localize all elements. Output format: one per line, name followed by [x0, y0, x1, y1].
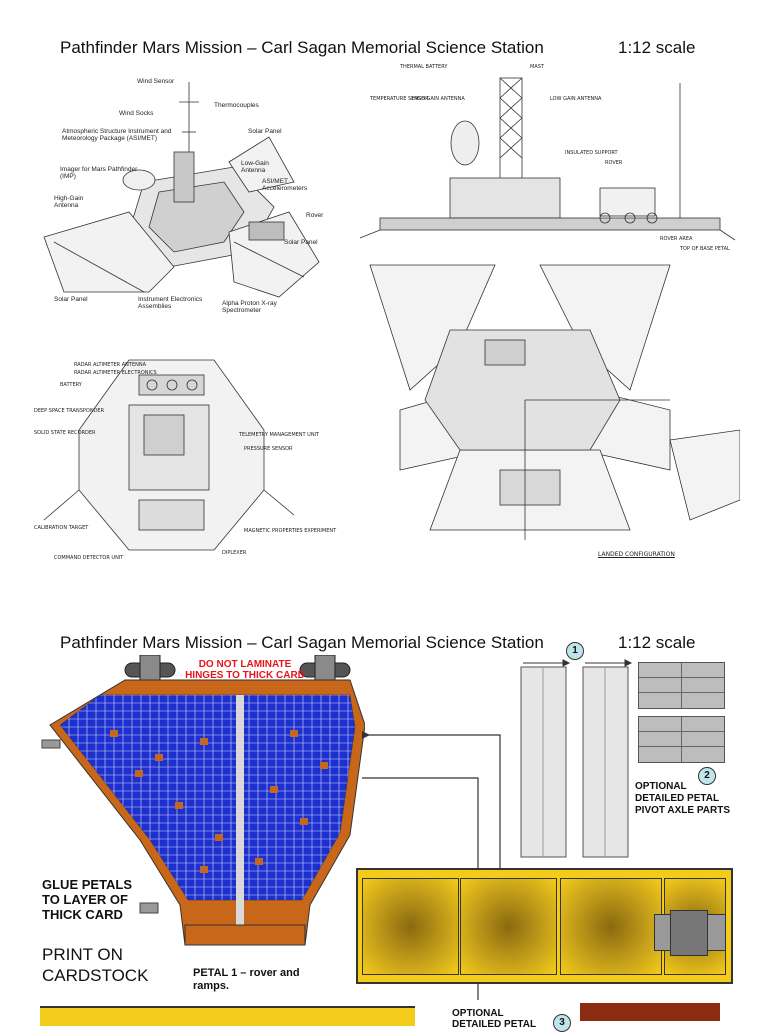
base-label-10: COMMAND DETECTOR UNIT — [54, 555, 124, 561]
base-petal-drawing — [43, 359, 295, 551]
side-label-7: ROVER AREA — [660, 236, 693, 242]
base-label-6: PRESSURE SENSOR — [244, 446, 293, 452]
label-high-gain-antenna: High-Gain Antenna — [54, 195, 84, 209]
base-label-8: MAGNETIC PROPERTIES EXPERIMENT — [244, 528, 337, 534]
landed-configuration-diagram: LANDED CONFIGURATION — [340, 260, 741, 560]
base-petal-diagram: RADAR ALTIMETER ANTENNA RADAR ALTIMETER … — [34, 350, 337, 565]
sheet1-title: Pathfinder Mars Mission – Carl Sagan Mem… — [60, 38, 544, 57]
part-2-label: OPTIONAL DETAILED PETAL PIVOT AXLE PARTS — [635, 781, 731, 816]
label-wind-sensor: Wind Sensor — [137, 78, 175, 85]
part-2-badge: 2 — [698, 767, 716, 785]
ramp-hinge-block — [670, 910, 708, 956]
base-label-7: CALIBRATION TARGET — [34, 525, 89, 531]
label-wind-socks: Wind Socks — [119, 110, 154, 117]
solar-petal-part: DO NOT LAMINATE HINGES TO THICK CARD — [40, 654, 366, 960]
axle-block-top — [638, 662, 725, 709]
label-asimet-accelerometers: ASI/MET Accelerometers — [262, 178, 308, 192]
base-label-9: DIPLEXER — [222, 550, 247, 556]
base-label-3: DEEP SPACE TRANSPONDER — [34, 408, 105, 414]
ramp-cell-1 — [362, 878, 459, 975]
print-note: PRINT ON CARDSTOCK — [42, 945, 149, 985]
side-label-2: MAST — [530, 64, 544, 70]
landed-configuration-drawing — [369, 264, 741, 540]
sheet1-scale: 1:12 scale — [618, 38, 696, 57]
label-solar-panel-top: Solar Panel — [248, 128, 282, 135]
side-label-8: TOP OF BASE PETAL — [680, 246, 730, 252]
ramp-cell-2 — [460, 878, 557, 975]
petal-caption: PETAL 1 – rover and ramps. — [193, 967, 300, 992]
glue-note: GLUE PETALS TO LAYER OF THICK CARD — [42, 877, 133, 922]
ramp-panel — [356, 868, 733, 984]
side-label-0: THERMAL BATTERY — [400, 64, 448, 70]
label-instrument-electronics: Instrument Electronics Assemblies — [138, 296, 203, 310]
side-label-4: LOW GAIN ANTENNA — [550, 96, 602, 102]
base-label-1: RADAR ALTIMETER ELECTRONICS — [74, 370, 157, 376]
landed-caption: LANDED CONFIGURATION — [598, 551, 675, 558]
label-low-gain-antenna: Low-Gain Antenna — [241, 160, 269, 174]
base-label-2: BATTERY — [60, 382, 82, 388]
label-rover: Rover — [306, 212, 324, 219]
next-petal-strip — [40, 1006, 415, 1026]
base-label-0: RADAR ALTIMETER ANTENNA — [74, 362, 147, 368]
label-solar-panel-left: Solar Panel — [54, 296, 88, 303]
side-label-6: ROVER — [605, 160, 623, 166]
side-view-drawing — [359, 77, 736, 241]
part-3-label: OPTIONAL DETAILED PETAL — [452, 1008, 537, 1030]
solar-petal-drawing — [41, 654, 366, 946]
part-1-badge: 1 — [566, 642, 584, 660]
label-asimet: Atmospheric Structure Instrument and Met… — [62, 128, 172, 142]
ramp-cell-3 — [560, 878, 662, 975]
label-apxs: Alpha Proton X-ray Spectrometer — [222, 300, 277, 314]
base-label-5: TELEMETRY MANAGEMENT UNIT — [239, 432, 320, 438]
exploded-lander-diagram: Wind Sensor Wind Socks Thermocouples Atm… — [34, 62, 334, 322]
side-label-1: TEMPERATURE SENSOR — [370, 96, 429, 102]
axle-block-bottom — [638, 716, 725, 763]
sheet2-scale: 1:12 scale — [618, 633, 696, 652]
hinge-warning: DO NOT LAMINATE HINGES TO THICK CARD — [185, 659, 305, 681]
brown-strip — [580, 1003, 720, 1021]
base-label-4: SOLID STATE RECORDER — [34, 430, 96, 436]
petal-axle-strips — [520, 659, 633, 858]
exploded-lander-drawing — [43, 82, 320, 298]
side-label-5: INSULATED SUPPORT — [565, 150, 618, 156]
label-imp: Imager for Mars Pathfinder (IMP) — [60, 166, 138, 180]
side-view-diagram: THERMAL BATTERY TEMPERATURE SENSOR MAST … — [340, 58, 740, 258]
label-thermocouples: Thermocouples — [214, 102, 259, 109]
side-label-3: HIGH GAIN ANTENNA — [412, 96, 465, 102]
sheet2-title: Pathfinder Mars Mission – Carl Sagan Mem… — [60, 633, 544, 652]
label-solar-panel-right: Solar Panel — [284, 239, 318, 246]
part-3-badge: 3 — [553, 1014, 571, 1032]
